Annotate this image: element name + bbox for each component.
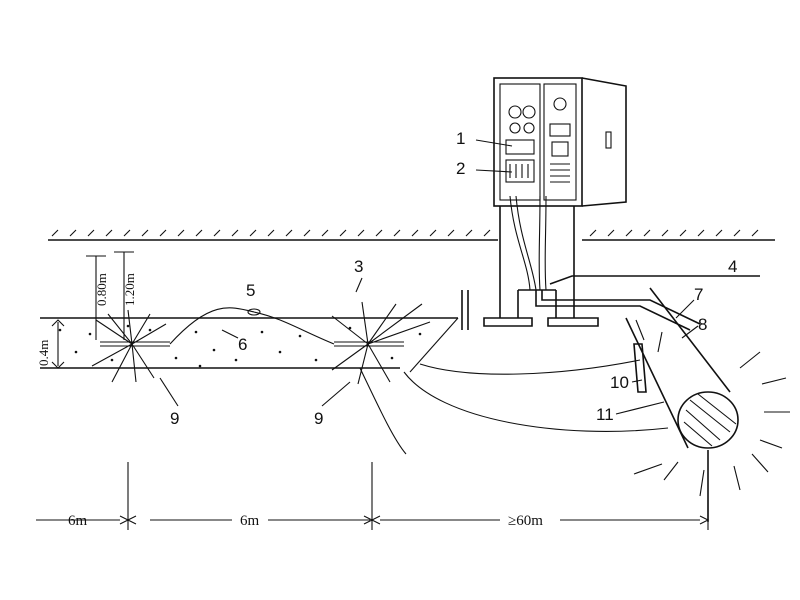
buried-pipe <box>625 287 790 522</box>
callout-9b: 9 <box>314 409 323 428</box>
distribution-cabinet <box>483 77 627 327</box>
callout-2: 2 <box>456 159 465 178</box>
callout-3: 3 <box>354 257 363 276</box>
buried-electrodes <box>40 301 459 385</box>
soil-texture <box>58 324 422 368</box>
callout-5: 5 <box>246 281 255 300</box>
depth-backfill: 0.4m <box>36 340 51 366</box>
depth-labels: 0.80m 1.20m 0.4m <box>36 251 137 366</box>
leader-lines <box>159 139 699 415</box>
callout-11: 11 <box>596 405 614 424</box>
dimension-third: ≥60m <box>508 513 543 529</box>
callout-9a: 9 <box>170 409 179 428</box>
callout-8: 8 <box>698 315 707 334</box>
dimension-first: 6m <box>68 513 88 529</box>
dimension-line: 6m 6m ≥60m <box>36 462 710 530</box>
depth-deep: 1.20m <box>122 273 137 306</box>
ground-surface <box>48 229 775 241</box>
earth-conductors <box>461 195 760 331</box>
callout-1: 1 <box>456 129 465 148</box>
depth-shallow: 0.80m <box>94 273 109 306</box>
callout-10: 10 <box>610 373 629 392</box>
field-lines <box>359 359 669 455</box>
callout-4: 4 <box>728 257 737 276</box>
callout-labels: 1 2 3 4 5 6 7 8 9 9 10 11 <box>170 129 737 428</box>
callout-6: 6 <box>238 335 247 354</box>
dimension-second: 6m <box>240 513 260 529</box>
callout-7: 7 <box>694 285 703 304</box>
